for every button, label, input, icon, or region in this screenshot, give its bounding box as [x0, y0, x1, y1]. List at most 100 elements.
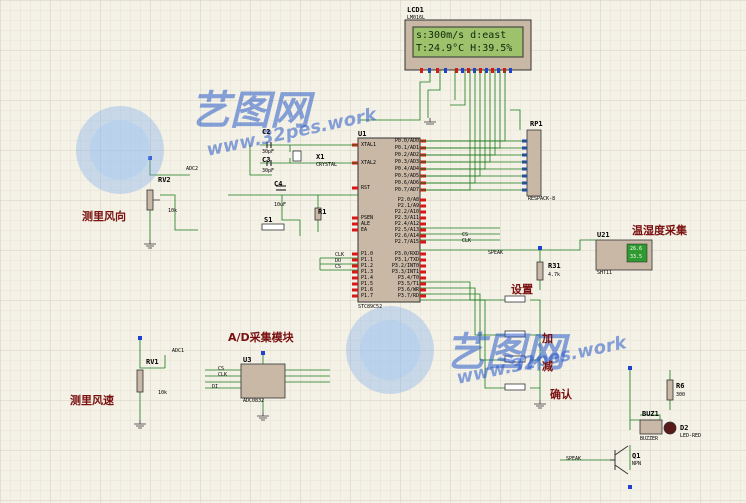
c3-label: C3: [262, 156, 271, 164]
c2-label: C2: [262, 128, 271, 136]
label-ad-module: A/D采集模块: [228, 331, 294, 344]
mcu-right-pin-label: P2.5/A13: [394, 227, 419, 233]
watermark-globe-bottom: [346, 306, 434, 394]
label-sub: 减: [542, 360, 553, 373]
u3-label: U3: [243, 356, 252, 364]
r6-value: 300: [676, 392, 686, 398]
mcu-left-pin: [352, 270, 358, 274]
lcd-pin: [491, 68, 494, 73]
potentiometer-rv2[interactable]: [146, 189, 160, 211]
resistor-r6[interactable]: [666, 379, 674, 401]
mcu-right-pin-label: P3.3/INT1: [391, 269, 419, 275]
mcu-left-pin: [352, 186, 358, 190]
lcd-pin: [479, 68, 482, 73]
mcu-left-pin-label: XTAL2: [361, 160, 377, 166]
mcu-right-pin: [420, 222, 426, 226]
lcd-pin: [420, 68, 423, 73]
lcd-line2: T:24.9°C H:39.5%: [416, 43, 513, 54]
rv1-value: 10k: [158, 390, 168, 396]
transistor-q1[interactable]: [610, 445, 629, 475]
potentiometer-rv1[interactable]: [136, 369, 144, 393]
mcu-left-pin: [352, 258, 358, 262]
mcu-right-pin-label: P0.4/AD4: [394, 166, 419, 172]
crystal-label: CRYSTAL: [316, 162, 338, 168]
crystal-x1[interactable]: [292, 150, 302, 162]
lcd-pin: [497, 68, 500, 73]
mcu-right-pin-label: P2.6/A14: [394, 233, 419, 239]
resistor-r31[interactable]: [536, 261, 544, 281]
mcu-right-pin: [420, 216, 426, 220]
r31-value: 4.7k: [548, 272, 561, 278]
mcu-right-pin-label: P0.1/AD1: [394, 145, 419, 151]
sht11-temp: 26.6: [630, 246, 643, 252]
lcd-pin: [444, 68, 447, 73]
mcu-right-pin: [420, 270, 426, 274]
push-buttons[interactable]: [504, 295, 526, 391]
capacitors[interactable]: [266, 142, 286, 191]
mcu-left-pin-label: P1.2: [361, 263, 374, 269]
mcu-right-pin-label: P0.2/AD2: [394, 152, 419, 158]
speak-label-mcu: SPEAK: [488, 250, 504, 256]
lcd-pin: [503, 68, 506, 73]
led-d2[interactable]: [663, 421, 677, 435]
sht11-label: SHT11: [597, 270, 613, 276]
mcu-right-pin-label: P3.5/T1: [397, 281, 419, 287]
lcd-pin: [436, 68, 439, 73]
adc-part: ADC0832: [243, 398, 265, 404]
mcu-left-pin-label: XTAL1: [361, 142, 377, 148]
sht11-hum: 33.5: [630, 254, 643, 260]
led-label: LED-RED: [680, 433, 702, 439]
buzzer-label: BUZZER: [640, 436, 659, 442]
mcu-left-pin: [352, 264, 358, 268]
lcd-ref: LCD1: [407, 6, 424, 14]
lcd-pin: [428, 68, 431, 73]
mcu-right-pin-label: P0.7/AD7: [394, 187, 419, 193]
label-temp-humidity: 温湿度采集: [632, 224, 687, 237]
mcu-right-pin: [420, 234, 426, 238]
adc2-label: ADC2: [186, 166, 199, 172]
label-confirm: 确认: [550, 388, 572, 401]
lcd-pin: [467, 68, 470, 73]
sig-clk: CLK: [335, 252, 345, 258]
label-add: 加: [542, 332, 553, 345]
r31-label: R31: [548, 262, 561, 270]
mcu-left-pin-label: P1.3: [361, 269, 374, 275]
mcu-left-pin-label: P1.1: [361, 257, 374, 263]
rv1-label: RV1: [146, 358, 159, 366]
r1-label: R1: [318, 208, 327, 216]
rv2-label: RV2: [158, 176, 171, 184]
sig-cs-p2: CS: [462, 232, 469, 238]
mcu-right-pin-label: P2.1/A9: [397, 203, 419, 209]
sig-clk-p2: CLK: [462, 238, 472, 244]
c4-label: C4: [274, 180, 283, 188]
power-symbols: [138, 156, 632, 489]
lcd-pin: [509, 68, 512, 73]
watermark-brand-top: 艺图网: [190, 88, 310, 134]
lcd-pin: [461, 68, 464, 73]
adc-chip[interactable]: [240, 363, 286, 399]
u21-label: U21: [597, 231, 610, 239]
lcd-component[interactable]: [404, 19, 532, 73]
mcu-right-pin-label: P3.0/RXD: [394, 251, 419, 257]
respack-label: RESPACK-8: [528, 196, 556, 202]
mcu-left-pin: [352, 222, 358, 226]
mcu-right-pin: [420, 264, 426, 268]
buzzer[interactable]: [639, 419, 663, 435]
sht11-display: [626, 243, 648, 263]
mcu-left-pin: [352, 288, 358, 292]
mcu-right-pin-label: P2.3/A11: [394, 215, 419, 221]
reset-switch[interactable]: [261, 223, 285, 231]
mcu-chip[interactable]: [352, 137, 426, 303]
mcu-right-pin-label: P3.2/INT0: [391, 263, 419, 269]
mcu-right-pin: [420, 294, 426, 298]
mcu-left-pin: [352, 252, 358, 256]
s1-label: S1: [264, 216, 273, 224]
lcd-screen: [412, 26, 524, 58]
sht11-sensor[interactable]: [595, 239, 653, 271]
resistor-r1[interactable]: [314, 207, 322, 221]
x1-label: X1: [316, 153, 325, 161]
c4-value: 10uF: [274, 202, 287, 208]
r6-label: R6: [676, 382, 685, 390]
mcu-right-pin: [420, 276, 426, 280]
